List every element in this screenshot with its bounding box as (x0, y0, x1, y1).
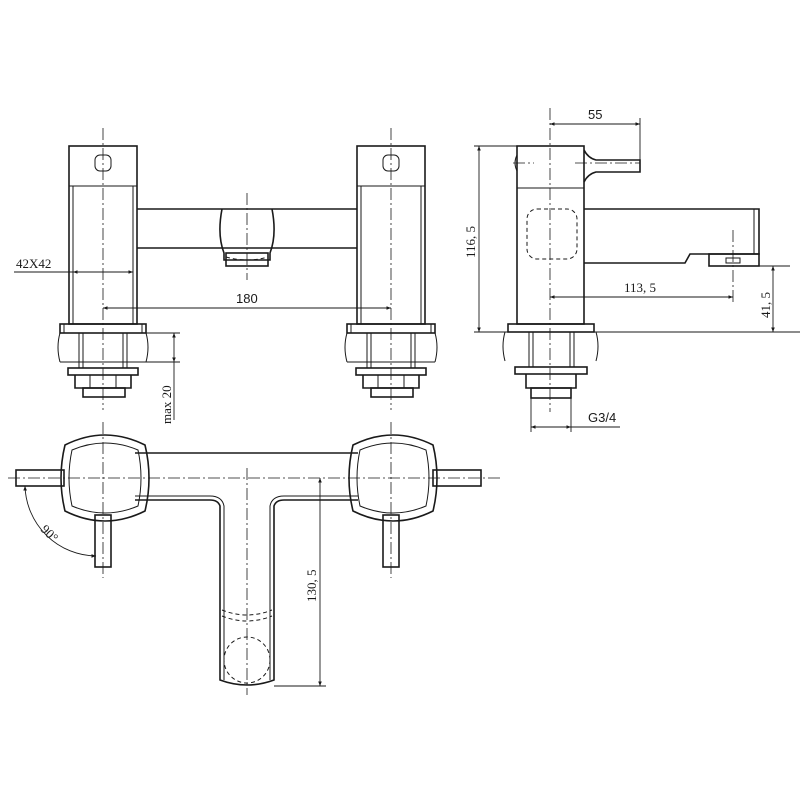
side-view: 55 116, 5 113, 5 41, 5 G3/4 (463, 107, 800, 432)
dim-thread: G3/4 (530, 398, 620, 432)
dim-overall-height: 116, 5 (463, 145, 800, 333)
left-handle-top (15, 434, 150, 568)
dim-label-g3-4: G3/4 (588, 410, 616, 425)
front-view: 42X42 180 max 20 (14, 128, 438, 424)
dim-label-41-5: 41, 5 (758, 292, 773, 318)
dim-label-42x42: 42X42 (16, 256, 51, 271)
dim-deck-thickness: max 20 (146, 332, 180, 424)
dim-label-180: 180 (236, 291, 258, 306)
dim-handle-rotation: 90° (23, 485, 97, 558)
dim-label-90-deg: 90° (38, 522, 61, 545)
dim-label-116-5: 116, 5 (463, 226, 478, 258)
right-handle-top (348, 434, 482, 568)
dim-centres: 180 (103, 291, 391, 310)
dim-label-55: 55 (588, 107, 602, 122)
dim-spout-height: 41, 5 (758, 265, 790, 332)
dim-label-113-5: 113, 5 (624, 280, 656, 295)
right-valve-body (344, 145, 438, 398)
dim-spout-reach: 113, 5 (550, 280, 733, 299)
dim-label-130-5: 130, 5 (304, 570, 319, 603)
left-valve-body (57, 145, 149, 398)
side-valve-body (502, 145, 760, 399)
top-view: 90° 130, 5 (8, 422, 500, 695)
dim-handle-reach: 55 (550, 107, 641, 160)
dim-body-section: 42X42 (14, 256, 133, 274)
dim-spout-projection: 130, 5 (274, 478, 326, 687)
bridge-and-spout (137, 208, 357, 267)
dim-label-max-20: max 20 (159, 385, 174, 424)
